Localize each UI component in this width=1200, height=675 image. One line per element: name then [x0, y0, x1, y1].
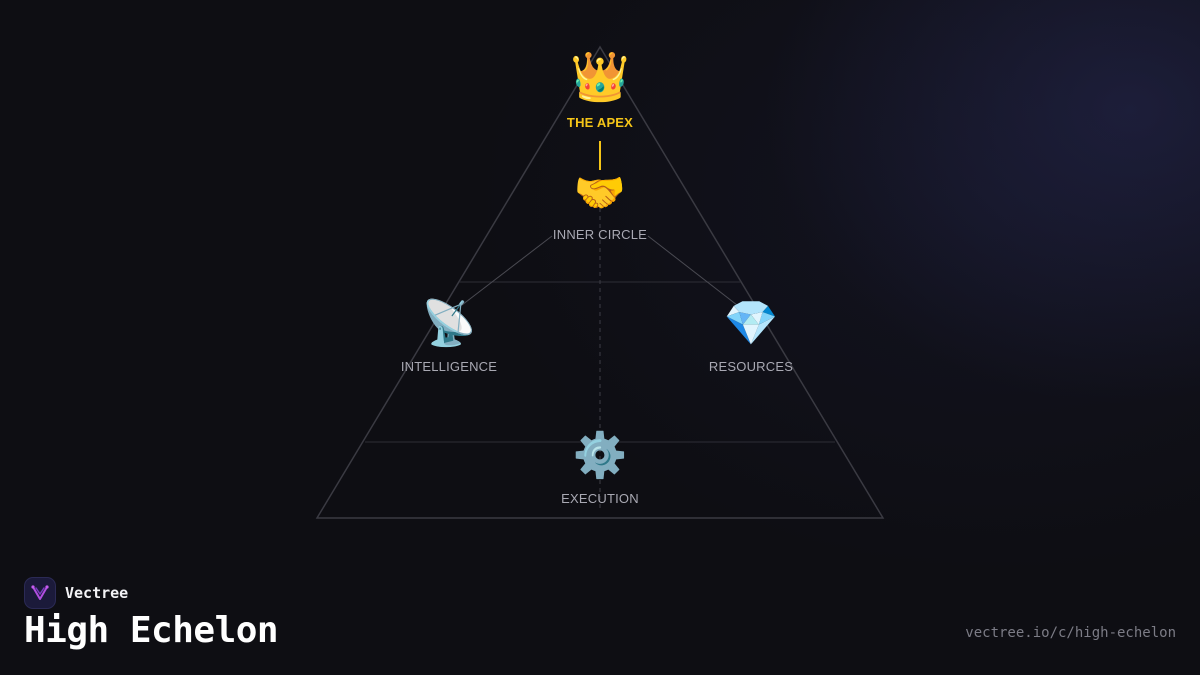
handshake-icon: 🤝	[573, 168, 627, 217]
page-url[interactable]: vectree.io/c/high-echelon	[965, 625, 1176, 641]
node-label-execution: EXECUTION	[561, 491, 639, 506]
node-label-apex: THE APEX	[566, 115, 634, 130]
crown-icon: 👑	[570, 49, 630, 105]
node-inner-circle: 🤝 INNER CIRCLE	[500, 168, 700, 243]
node-intelligence: 📡 INTELLIGENCE	[349, 298, 549, 375]
vectree-logo-icon	[24, 577, 56, 609]
gem-icon: 💎	[723, 298, 779, 349]
node-label-resources: RESOURCES	[708, 359, 794, 374]
brand-name: Vectree	[65, 584, 129, 602]
pyramid-outline	[315, 45, 885, 519]
edge-inner-circle-to-resources	[647, 235, 738, 306]
node-the-apex: 👑 THE APEX	[500, 53, 700, 130]
brand[interactable]: Vectree	[24, 577, 128, 609]
node-label-intelligence: INTELLIGENCE	[400, 359, 498, 374]
page-title: High Echelon	[24, 610, 279, 651]
gear-icon: ⚙️	[572, 430, 628, 481]
node-execution: ⚙️ EXECUTION	[500, 430, 700, 507]
satellite-dish-icon: 📡	[421, 298, 477, 349]
edge-inner-circle-to-intelligence	[461, 235, 553, 306]
node-label-inner-circle: INNER CIRCLE	[552, 227, 648, 242]
node-resources: 💎 RESOURCES	[651, 298, 851, 375]
